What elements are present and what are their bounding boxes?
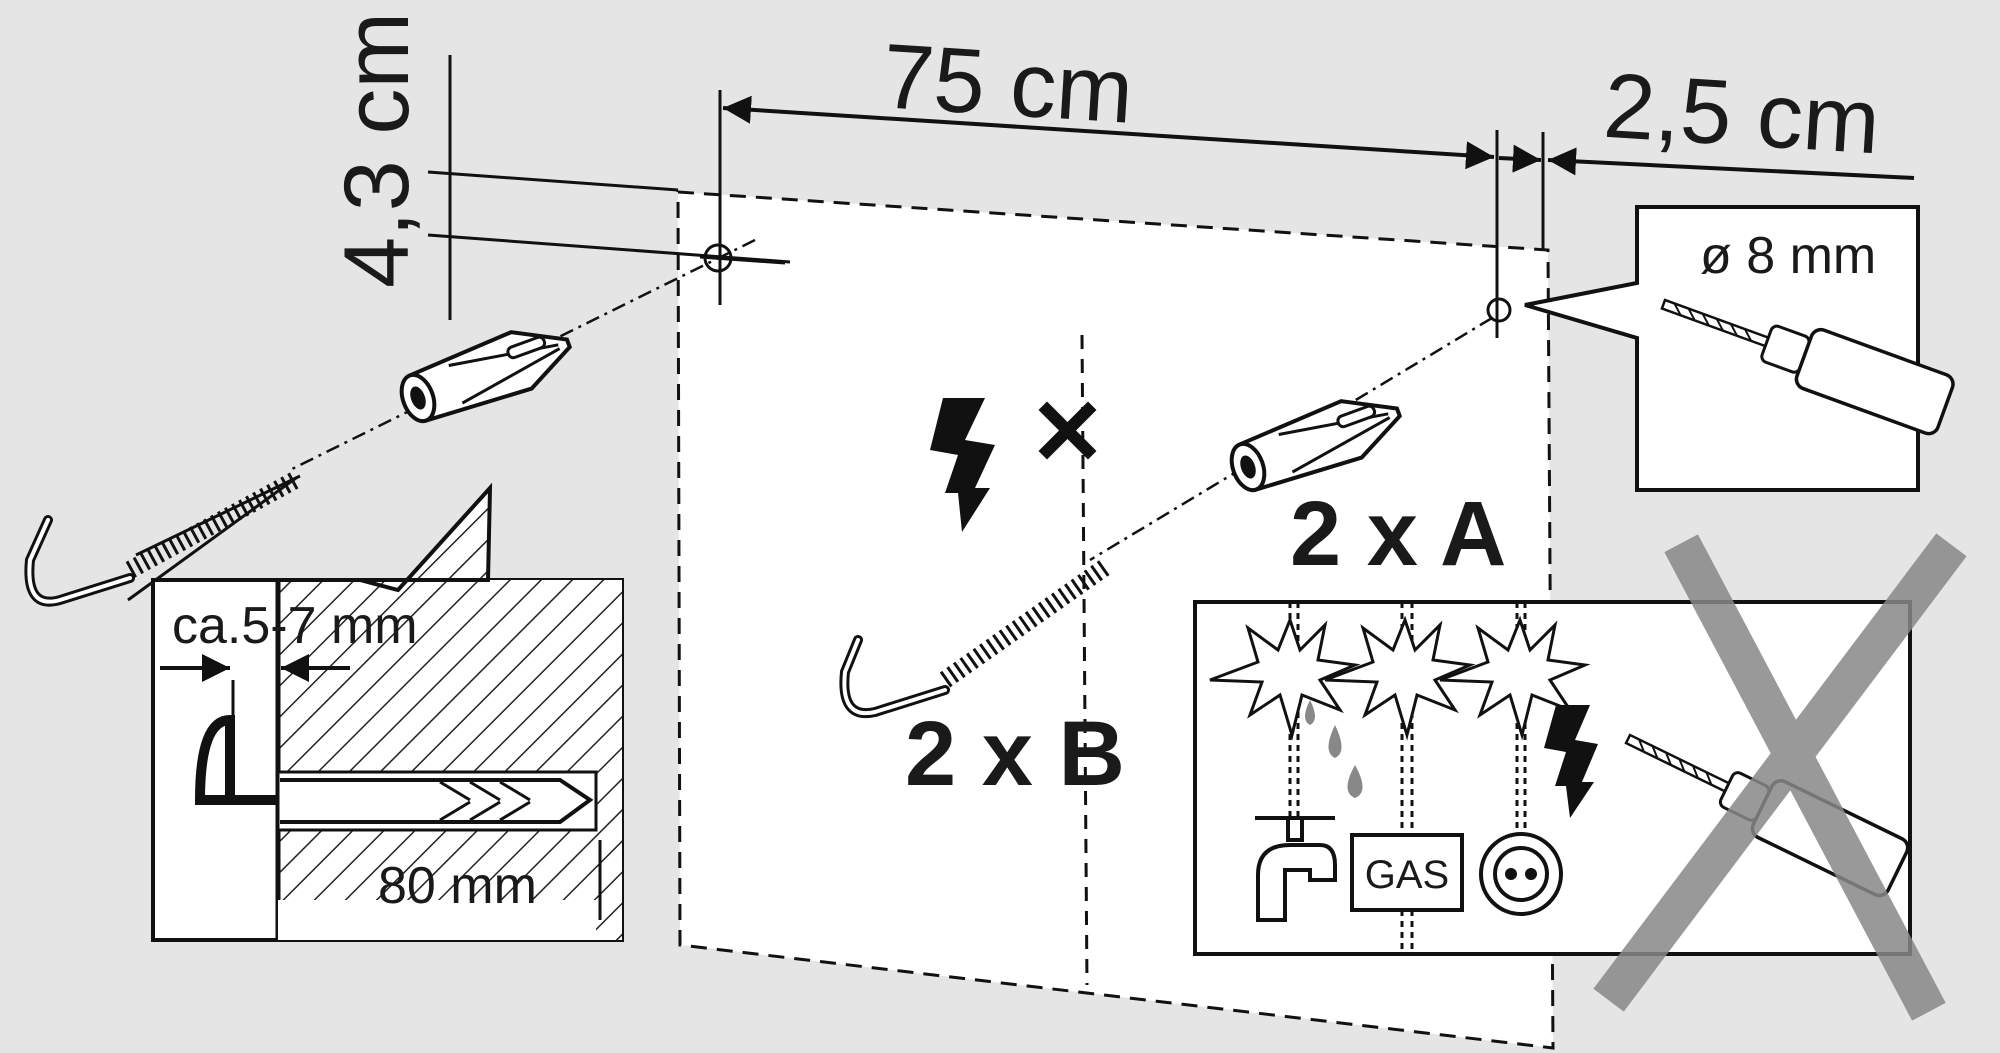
burst-icon — [1209, 615, 1591, 741]
water-drops-icon — [1305, 700, 1363, 798]
drill-bit-icon — [1660, 298, 1955, 436]
gap-label: ca.5-7 mm — [172, 597, 418, 655]
lightning-icon — [1544, 705, 1598, 818]
drill-diameter-label: ø 8 mm — [1700, 227, 1876, 285]
gas-label: GAS — [1365, 853, 1449, 897]
lightning-icon — [930, 398, 995, 532]
wall-plug-left — [399, 330, 573, 424]
gas-sign: GAS — [1350, 833, 1464, 912]
drill-hole-left — [699, 243, 786, 273]
no-symbol-icon — [1038, 401, 1097, 460]
power-socket-icon — [1479, 832, 1563, 916]
hook-quantity-label: 2 x B — [905, 703, 1125, 805]
vertical-offset-label: 4,3 cm — [326, 12, 428, 288]
drill-detail-inset: ø 8 mm — [1524, 205, 1955, 492]
hole-spacing-label: 75 cm — [880, 25, 1136, 143]
faucet-icon — [1255, 816, 1337, 922]
wall-section-inset: ca.5-7 mm 80 mm — [151, 482, 624, 942]
dimension-hole-spacing: 75 cm — [718, 25, 1499, 338]
hook-screw-right — [839, 557, 1114, 719]
drill-hole-right — [1486, 297, 1512, 323]
plug-quantity-label: 2 x A — [1290, 483, 1506, 585]
prohibited-cross-icon — [1593, 533, 1967, 1021]
plug-depth-label: 80 mm — [378, 857, 537, 915]
wall-plug-right — [1229, 399, 1403, 493]
dimension-edge-offset: 2,5 cm — [1498, 55, 1915, 250]
edge-offset-label: 2,5 cm — [1601, 55, 1883, 174]
